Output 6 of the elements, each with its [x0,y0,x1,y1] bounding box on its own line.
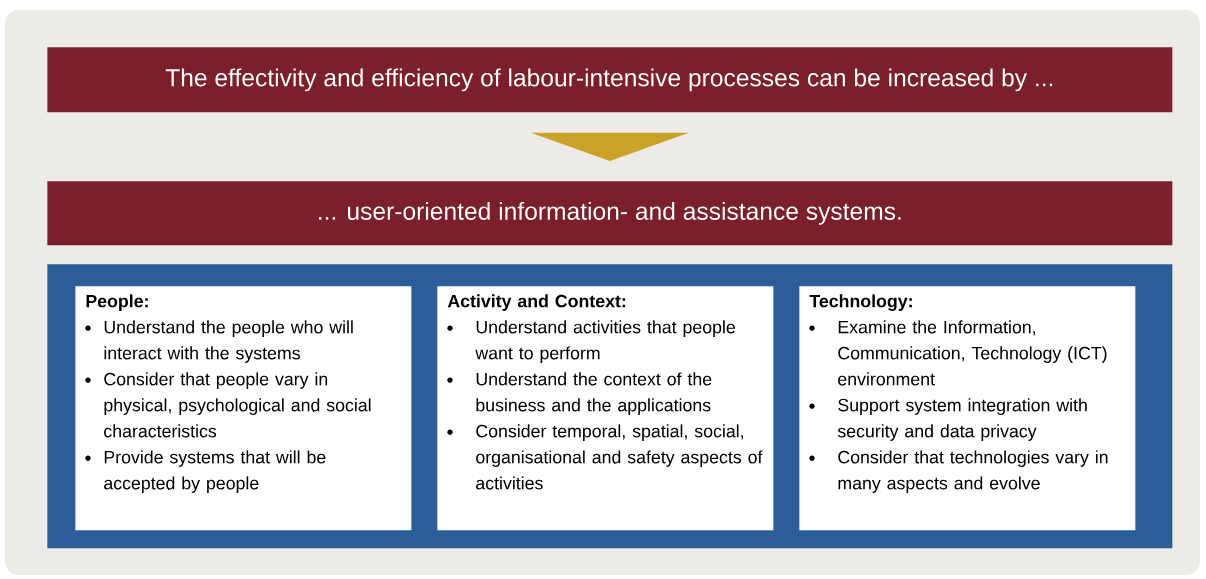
banner: The effectivity and efficiency of labour-intensive processes can be increased by ... [47,47,1173,113]
banner: ... user-oriented information- and assistance systems. [47,181,1173,246]
text-box: Activity and Context: Understand activities that people want to perform Understand the context of the business and the applications Consider temporal, spatial, social, organisational and safety aspects of activities [437,286,774,531]
text-box: Technology: Examine the Information, Communication, Technology (ICT) environment Support system integration with security and data privacy Consider that technologies vary in many aspects and evolve [799,286,1136,531]
chevron-arrow [530,132,689,161]
text-box: People: Understand the people who will interact with the systems Consider that people vary in physical, psychological and social characteristics Provide systems that will be accepted by people [75,286,412,531]
